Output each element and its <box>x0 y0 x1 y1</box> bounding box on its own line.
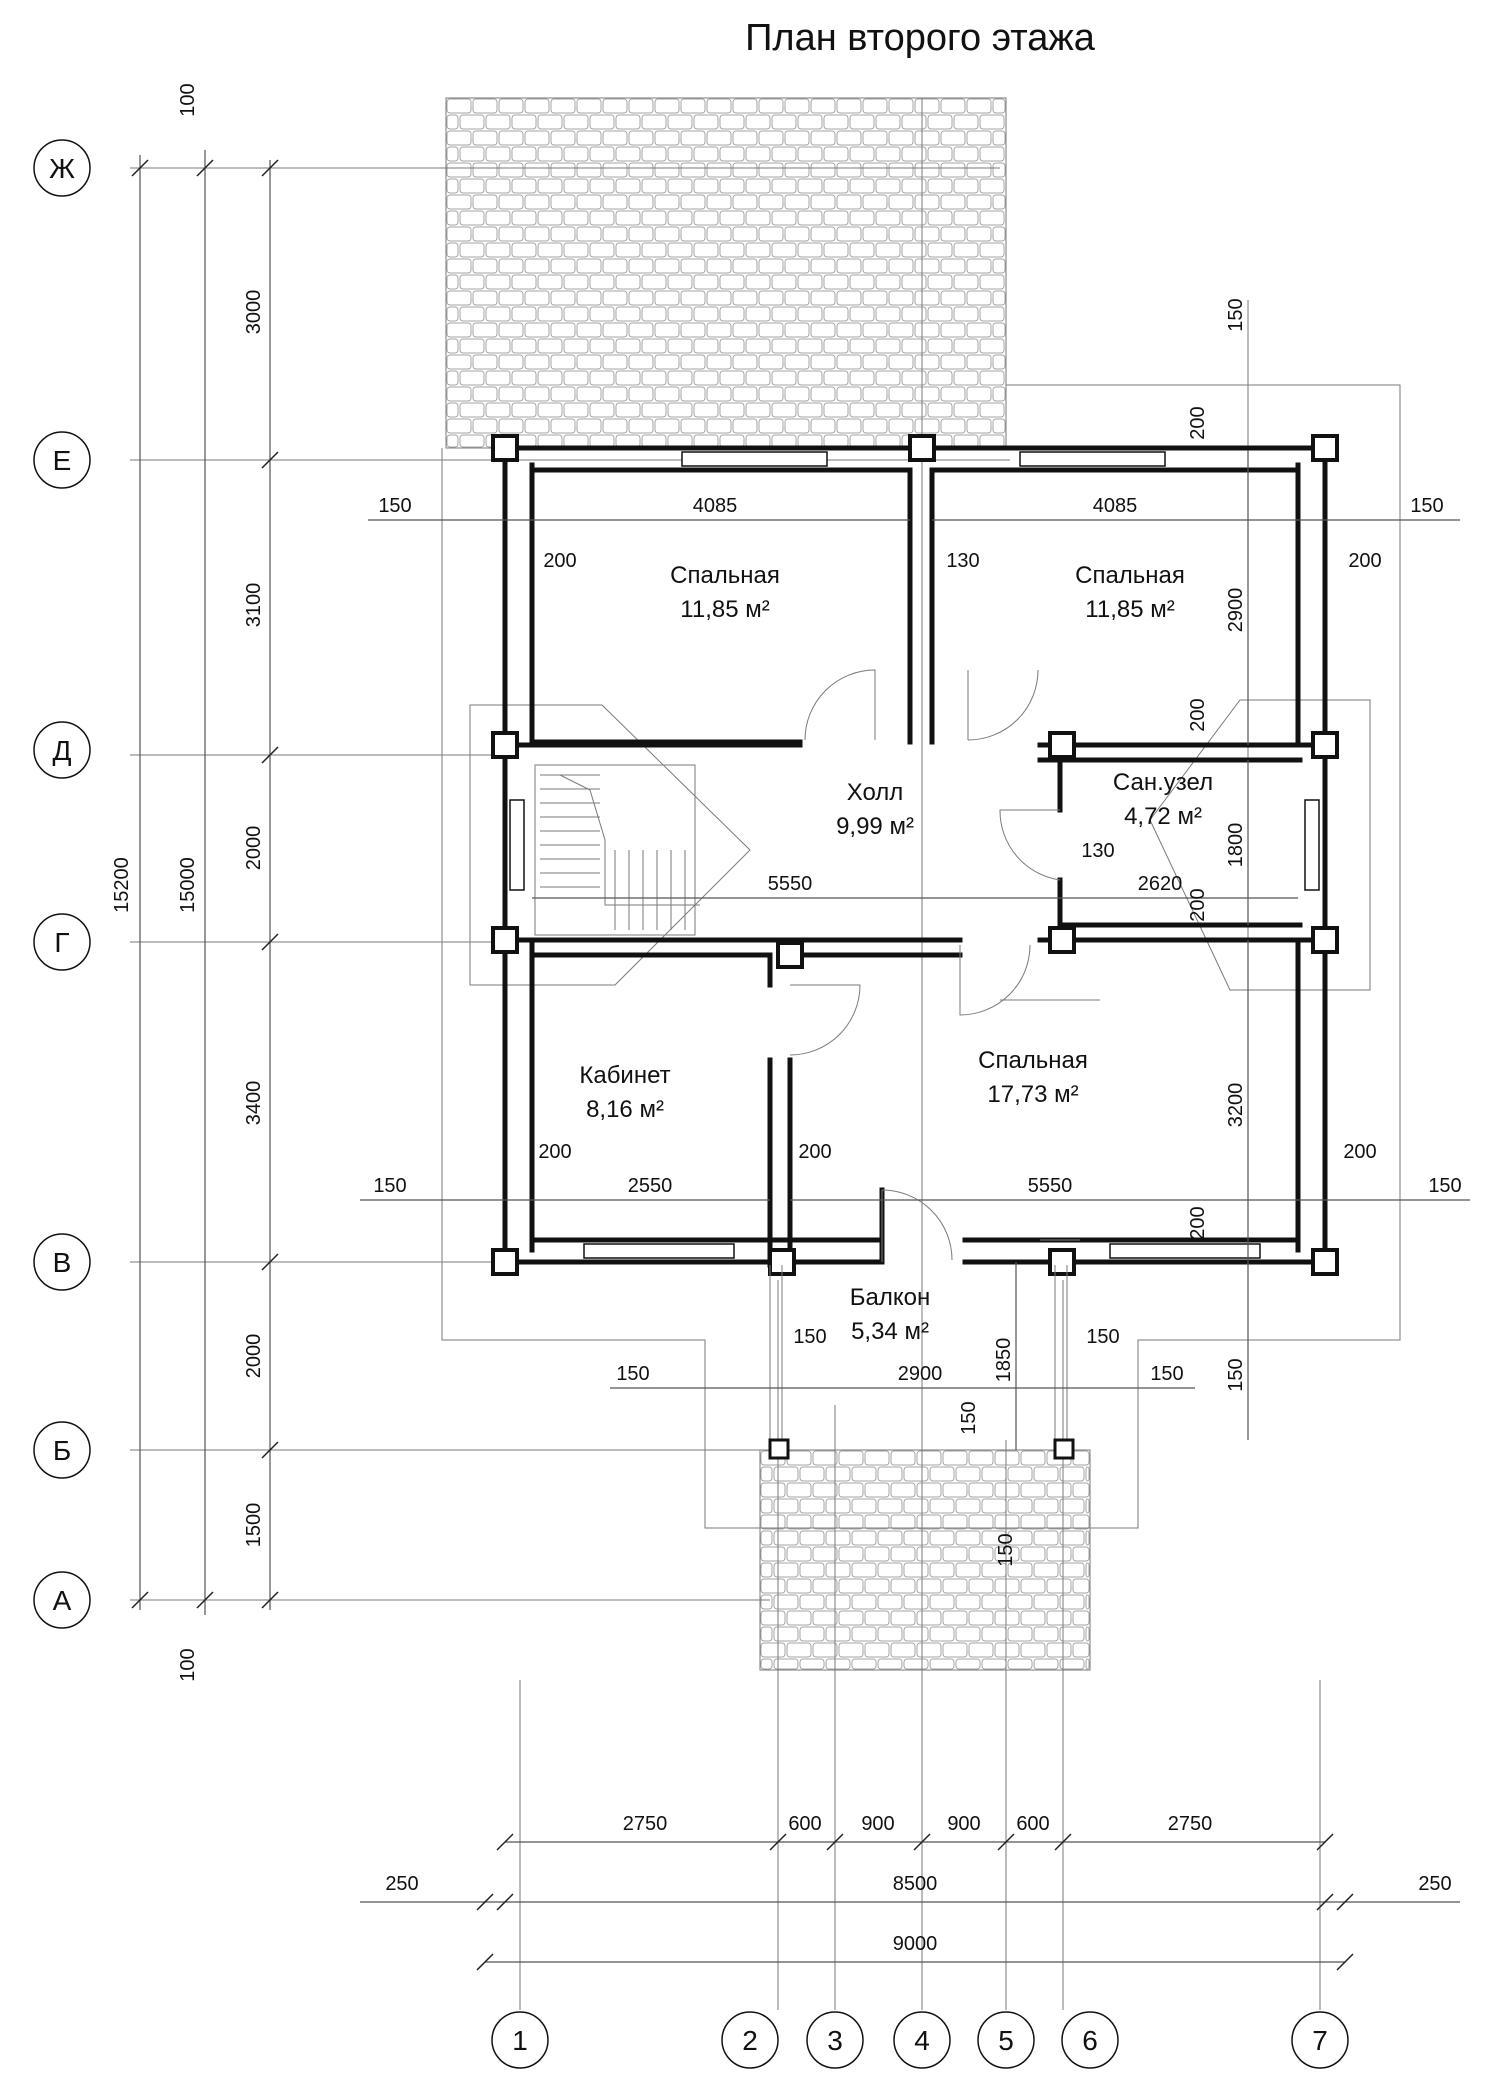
axis-label-zh: Ж <box>49 153 75 184</box>
roof-tiles-bottom <box>759 1449 1091 1671</box>
room-balcony-area: 5,34 м² <box>851 1318 929 1345</box>
dim-left-segment-5: 3400 <box>243 1081 265 1126</box>
dim-balcony-depth: 1850 <box>993 1338 1015 1383</box>
dim-right-150-lower: 150 <box>1225 1358 1247 1391</box>
dim-balcony-150-right: 150 <box>1086 1326 1119 1348</box>
room-bedroom-ne-area: 11,85 м² <box>1085 596 1174 623</box>
windows <box>509 451 1320 1259</box>
dim-top-left-width: 4085 <box>693 495 738 517</box>
room-study-name: Кабинет <box>579 1062 670 1089</box>
dim-bedroom-right-height: 2900 <box>1225 588 1247 633</box>
balcony-structure <box>768 1239 1080 1460</box>
walls <box>492 445 1338 1271</box>
drawing-title: План второго этажа <box>745 17 1096 59</box>
room-bedroom-ne-name: Спальная <box>1075 562 1185 589</box>
dim-balcony-width: 2900 <box>898 1363 943 1385</box>
room-hall-name: Холл <box>847 779 904 806</box>
dim-left-segment-2: 3000 <box>243 290 265 335</box>
dim-left-segment-4: 2000 <box>243 826 265 871</box>
dim-right-ext-lower: 150 <box>1428 1175 1461 1197</box>
dim-left-segment-3: 3100 <box>243 583 265 628</box>
door-swings <box>789 669 1061 1262</box>
dim-hall-width: 5550 <box>768 873 813 895</box>
dim-bottom-middle-right: 250 <box>1418 1873 1451 1895</box>
dim-bottom-overall: 9000 <box>893 1933 938 1955</box>
room-bedroom-nw-name: Спальная <box>670 562 780 589</box>
room-study-area: 8,16 м² <box>586 1096 664 1123</box>
dim-bottom-segment-3: 900 <box>861 1813 894 1835</box>
room-bedroom-nw-area: 11,85 м² <box>680 596 769 623</box>
dim-left-ext-lower: 150 <box>373 1175 406 1197</box>
dim-left-segment-6: 2000 <box>243 1334 265 1379</box>
dim-wall-200-right-lower: 200 <box>1343 1141 1376 1163</box>
dim-bath-130: 130 <box>1081 840 1114 862</box>
bottom-dimension-chains: 2750 600 900 900 600 2750 250 8500 250 9… <box>360 1813 1460 1971</box>
dim-bath-width: 2620 <box>1138 873 1183 895</box>
dim-bedroom-lower-width: 5550 <box>1028 1175 1073 1197</box>
axis-label-b: Б <box>53 1435 71 1466</box>
dim-offset-150-top: 150 <box>1225 298 1247 331</box>
dim-left-segment-1: 100 <box>177 83 199 116</box>
dim-left-segment-7: 1500 <box>243 1503 265 1548</box>
dim-wall-200-d-right: 200 <box>1187 698 1209 731</box>
room-labels: Спальная 11,85 м² Спальная 11,85 м² Холл… <box>579 562 1213 1345</box>
axis-label-a: А <box>53 1585 72 1616</box>
dim-wall-200-g-right: 200 <box>1187 888 1209 921</box>
dim-wall-200-left-lower: 200 <box>538 1141 571 1163</box>
axis-label-6: 6 <box>1082 2025 1098 2056</box>
dim-bedroom-lower-height: 3200 <box>1225 1083 1247 1128</box>
dim-bottom-middle-left: 250 <box>385 1873 418 1895</box>
axis-label-7: 7 <box>1312 2025 1328 2056</box>
roof-tiles-top <box>445 97 1007 449</box>
dim-left-overall-outer: 15200 <box>111 857 133 913</box>
axis-label-d: Д <box>53 735 72 766</box>
axis-label-3: 3 <box>827 2025 843 2056</box>
staircase <box>534 764 700 936</box>
dim-wall-200-right-upper: 200 <box>1348 550 1381 572</box>
axis-label-4: 4 <box>914 2025 930 2056</box>
axis-label-2: 2 <box>742 2025 758 2056</box>
axis-label-5: 5 <box>998 2025 1014 2056</box>
dim-left-ext-upper: 150 <box>378 495 411 517</box>
axis-letters: Ж Е Д Г В Б А <box>33 139 91 1629</box>
room-bedroom-s-name: Спальная <box>978 1047 1088 1074</box>
axis-label-v: В <box>53 1247 72 1278</box>
left-dimension-chains: 15200 15000 100 3000 3100 2000 3400 2000… <box>111 83 279 1682</box>
dim-wall-200-partition: 200 <box>798 1141 831 1163</box>
dim-balcony-ext-right: 150 <box>1150 1363 1183 1385</box>
room-hall-area: 9,99 м² <box>836 813 914 840</box>
dim-right-ext-upper: 150 <box>1410 495 1443 517</box>
room-bathroom-area: 4,72 м² <box>1124 803 1202 830</box>
dim-wall-200-top: 200 <box>1187 406 1209 439</box>
dim-bottom-segment-5: 600 <box>1016 1813 1049 1835</box>
roof-overhang-outline <box>441 384 1401 1529</box>
plan-dimensions: 4085 4085 150 150 200 200 130 200 2900 1… <box>360 298 1470 1567</box>
dim-bottom-middle-main: 8500 <box>893 1873 938 1895</box>
dim-balcony-150-center: 150 <box>958 1401 980 1434</box>
dim-bottom-segment-6: 2750 <box>1168 1813 1213 1835</box>
axis-label-e: Е <box>53 445 72 476</box>
dim-wall-200-left-upper: 200 <box>543 550 576 572</box>
axis-label-g: Г <box>54 927 69 958</box>
dim-left-segment-8: 100 <box>177 1648 199 1681</box>
wall-corners <box>491 434 1339 1276</box>
dim-study-width: 2550 <box>628 1175 673 1197</box>
dim-bottom-segment-2: 600 <box>788 1813 821 1835</box>
room-bathroom-name: Сан.узел <box>1113 769 1213 796</box>
dim-bottom-segment-4: 900 <box>947 1813 980 1835</box>
room-balcony-name: Балкон <box>850 1284 930 1311</box>
dim-wall-130-middle: 130 <box>946 550 979 572</box>
dim-wall-200-v-right: 200 <box>1187 1206 1209 1239</box>
dim-stair-150: 150 <box>995 1533 1017 1566</box>
dim-balcony-ext-left: 150 <box>616 1363 649 1385</box>
room-bedroom-s-area: 17,73 м² <box>987 1081 1078 1108</box>
dim-top-right-width: 4085 <box>1093 495 1138 517</box>
dim-bottom-segment-1: 2750 <box>623 1813 668 1835</box>
axis-label-1: 1 <box>512 2025 528 2056</box>
axis-numbers: 1 2 3 4 5 6 7 <box>491 2011 1349 2069</box>
dim-bath-height: 1800 <box>1225 823 1247 868</box>
dim-left-overall-inner: 15000 <box>177 857 199 913</box>
dim-balcony-150-left: 150 <box>793 1326 826 1348</box>
